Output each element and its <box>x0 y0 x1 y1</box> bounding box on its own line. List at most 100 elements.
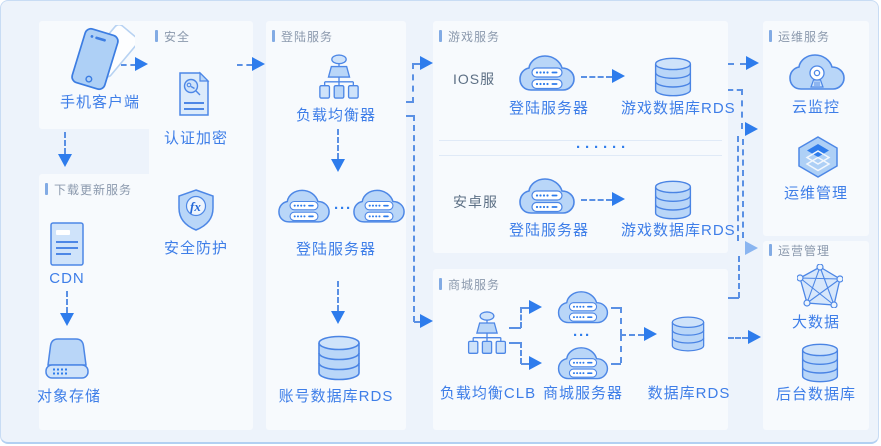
connector-line <box>737 136 739 241</box>
header-marker <box>439 278 442 290</box>
header-login-service: 登陆服务 <box>272 29 334 44</box>
connector-line <box>66 291 68 313</box>
mobile-client-label: 手机客户端 <box>59 94 140 111</box>
connector-line <box>406 101 413 103</box>
arrow-right <box>529 300 542 314</box>
clb-label: 负载均衡CLB <box>439 385 537 402</box>
cloud-monitor-label: 云监控 <box>791 99 840 116</box>
big-data-label: 大数据 <box>791 314 840 331</box>
arrow-right <box>529 356 542 370</box>
connector-line <box>620 307 622 335</box>
header-download-service: 下载更新服务 <box>45 182 133 197</box>
header-marker <box>155 30 158 42</box>
connector-line <box>414 321 421 323</box>
connector-line <box>581 76 612 78</box>
header-marker <box>769 244 772 256</box>
database-icon <box>798 343 842 383</box>
database-icon <box>317 335 361 381</box>
connector-line <box>337 281 339 311</box>
arrow-right-light <box>745 241 758 255</box>
header-mall-service: 商城服务 <box>439 277 501 292</box>
connector-line <box>742 139 744 238</box>
header-marker <box>439 30 442 42</box>
connector-line <box>581 199 612 201</box>
arrow-down <box>331 159 345 172</box>
arrow-down <box>60 313 74 326</box>
server-ellipsis: ··· <box>334 200 352 217</box>
connector-line <box>741 89 743 129</box>
cloud-server-icon <box>557 290 609 328</box>
account-db-label: 账号数据库RDS <box>278 388 394 405</box>
auth-encrypt-icon <box>178 71 210 117</box>
arrow-right <box>420 56 433 70</box>
header-mall-label: 商城服务 <box>448 277 501 292</box>
load-balancer-icon <box>465 311 509 357</box>
ops-layers-icon <box>795 135 841 179</box>
game-rows-ellipsis: ······ <box>576 139 630 156</box>
cdn-document-icon <box>49 221 85 267</box>
cloud-server-icon <box>557 346 609 384</box>
ops-manage-label: 运维管理 <box>783 185 848 202</box>
connector-line <box>738 256 740 298</box>
game-db-label: 游戏数据库RDS <box>621 222 736 239</box>
connector-line <box>412 63 414 103</box>
connector-line <box>413 115 415 322</box>
connector-line <box>521 363 529 365</box>
arrow-right <box>252 57 265 71</box>
connector-line <box>237 64 252 66</box>
header-ops-service: 运维服务 <box>769 29 831 44</box>
load-balancer-icon <box>317 53 361 103</box>
game-login-server-label: 登陆服务器 <box>509 100 590 117</box>
connector-line <box>728 89 742 91</box>
login-server-label: 登陆服务器 <box>295 241 376 258</box>
connector-line <box>611 363 621 365</box>
cdn-label: CDN <box>49 270 85 287</box>
header-ops-label: 运维服务 <box>778 29 831 44</box>
database-icon <box>652 57 694 97</box>
connector-line <box>620 335 622 363</box>
header-login-label: 登陆服务 <box>281 29 334 44</box>
connector-line <box>728 297 739 299</box>
arrow-right <box>135 57 148 71</box>
arrow-down <box>58 154 72 167</box>
mall-db-label: 数据库RDS <box>647 385 731 402</box>
header-download-label: 下载更新服务 <box>54 182 133 197</box>
database-icon <box>652 180 694 220</box>
connector-line <box>412 63 421 65</box>
connector-line <box>64 132 66 154</box>
auth-encrypt-label: 认证加密 <box>163 130 228 147</box>
header-security-label: 安全 <box>164 29 191 44</box>
mall-server-label: 商城服务器 <box>542 385 623 402</box>
header-game-label: 游戏服务 <box>448 29 501 44</box>
object-storage-icon <box>45 337 89 381</box>
arrow-right <box>745 122 758 136</box>
server-ellipsis: ··· <box>573 327 591 344</box>
connector-line <box>509 327 521 329</box>
connector-line <box>620 334 644 336</box>
arrow-right <box>420 314 433 328</box>
header-marker <box>45 183 48 195</box>
phone-icon <box>59 25 135 93</box>
arrow-right <box>644 327 657 341</box>
connector-line <box>521 307 529 309</box>
connector-line <box>509 342 521 344</box>
android-env-label: 安卓服 <box>453 194 498 210</box>
cloud-server-icon <box>519 54 575 96</box>
header-security: 安全 <box>155 29 191 44</box>
connector-line <box>337 129 339 159</box>
load-balancer-label: 负载均衡器 <box>295 107 376 124</box>
connector-line <box>728 337 748 339</box>
arrow-right <box>612 192 625 206</box>
object-storage-label: 对象存储 <box>37 388 102 405</box>
row-separator <box>439 155 722 156</box>
game-login-server-label: 登陆服务器 <box>509 222 590 239</box>
cloud-monitor-icon <box>789 53 845 95</box>
big-data-icon <box>797 264 843 308</box>
cloud-server-icon <box>278 188 330 228</box>
header-game-service: 游戏服务 <box>439 29 501 44</box>
connector-line <box>611 307 621 309</box>
header-marker <box>769 30 772 42</box>
row-separator <box>439 140 722 141</box>
arrow-right <box>748 330 761 344</box>
